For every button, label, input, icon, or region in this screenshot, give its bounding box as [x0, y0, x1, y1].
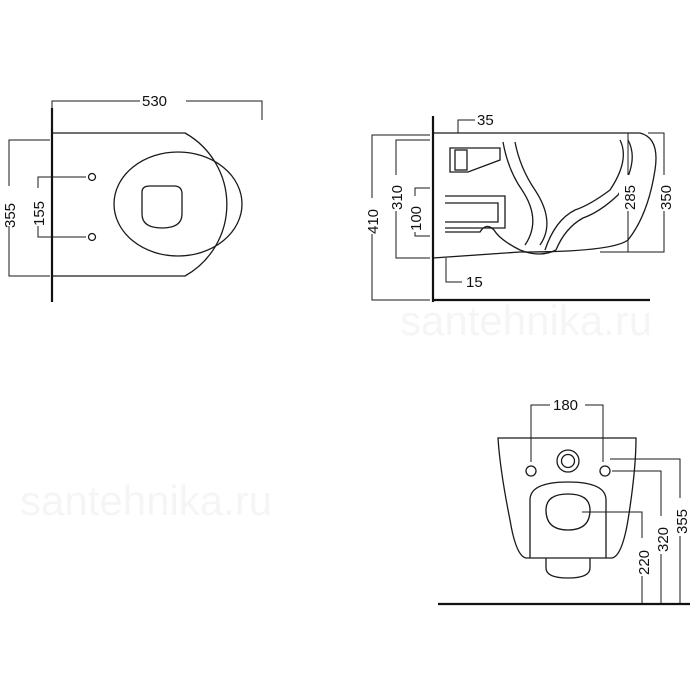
dim-front-height-label: 355 [674, 509, 691, 534]
dim-side-bowl-height-gap [619, 175, 637, 211]
dim-side-body-height: 350 [600, 132, 675, 253]
dim-front-height-gap [671, 498, 689, 536]
dim-top-bolts-gap [29, 188, 47, 226]
front-view-inlet-outer [556, 449, 580, 473]
dim-side-total-height-gap [363, 198, 381, 234]
side-view-inner-curve-back [514, 141, 548, 246]
dim-front-bolt-spacing: 180 [530, 397, 604, 462]
top-view-seat-rim [113, 151, 243, 257]
dim-front-outlet-height-label: 220 [636, 550, 653, 575]
side-view-inner-curve-front [502, 141, 534, 246]
side-view-outlet-upper [445, 195, 506, 229]
front-view-bowl-opening [545, 493, 591, 531]
top-view-outer-outline [52, 132, 228, 277]
dim-side-floor-offset: 15 [445, 258, 483, 291]
dim-top-width-label: 530 [142, 93, 167, 110]
dim-top-width: 530 [51, 93, 263, 128]
side-view-outlet-inner [445, 202, 499, 223]
dim-side-inlet-height-gap [387, 175, 405, 211]
top-view: 530 355 155 [0, 93, 263, 302]
dim-front-bolt-spacing-line-left [530, 404, 550, 462]
front-view-bolt-hole-left [525, 465, 537, 477]
dim-side-inlet-height-label: 310 [389, 185, 406, 210]
side-view-body-outline [432, 132, 657, 259]
side-view-inlet [449, 147, 501, 173]
dim-top-bolts-label: 155 [31, 201, 48, 226]
dim-front-outlet-height-gap [633, 538, 651, 576]
side-view: 35 410 310 100 15 285 [363, 112, 675, 302]
watermark-2: santehnika.ru [400, 297, 652, 344]
dim-side-top-offset-label: 35 [477, 112, 494, 129]
dim-front-bolt-spacing-label: 180 [553, 397, 578, 414]
dim-side-top-offset-line [457, 119, 475, 133]
dim-side-floor-offset-line [445, 258, 462, 283]
front-view: 180 355 320 220 [438, 397, 691, 606]
top-view-bowl-opening [141, 185, 183, 229]
dim-front-bolt-spacing-line-right [585, 404, 604, 462]
dim-side-bolt-height: 100 [406, 187, 430, 237]
dim-side-total-height: 410 [363, 134, 430, 301]
dim-front-bolt-center-height-label: 320 [655, 527, 672, 552]
front-view-inlet-inner [560, 453, 576, 469]
dim-side-inlet-height: 310 [387, 139, 430, 259]
dim-side-total-height-label: 410 [365, 209, 382, 234]
dim-front-bolt-center-height: 320 [612, 470, 672, 603]
side-view-rim-curve [544, 139, 624, 251]
dim-front-outlet-height: 220 [582, 511, 653, 603]
dim-side-bowl-height: 285 [608, 132, 639, 253]
side-view-outlet-pipe [445, 225, 557, 255]
side-view-rim-curve-inner [555, 139, 633, 251]
dim-top-bolts: 155 [29, 176, 86, 238]
dim-top-depth-label: 355 [2, 203, 19, 228]
dim-side-body-height-gap [655, 175, 673, 211]
dim-front-bolt-center-height-gap [652, 516, 670, 554]
top-view-bolt-hole-upper [87, 172, 97, 182]
dim-front-height-line [610, 458, 681, 603]
side-view-inlet-socket [454, 149, 468, 171]
front-view-seat-outline [529, 481, 607, 558]
dim-top-width-line-left [51, 100, 140, 128]
top-view-bolt-hole-lower [87, 232, 97, 242]
dim-front-bolt-center-height-line [612, 470, 662, 603]
dim-top-width-line-right [186, 100, 263, 120]
dim-side-top-offset: 35 [457, 112, 494, 133]
front-view-bolt-hole-right [599, 465, 611, 477]
dim-side-bowl-height-label: 285 [622, 185, 639, 210]
dim-side-bolt-height-gap [406, 196, 424, 232]
front-view-outlet [545, 558, 591, 579]
front-view-body-outline [497, 437, 637, 559]
dim-side-floor-offset-label: 15 [466, 274, 483, 291]
dim-front-height: 355 [610, 458, 691, 603]
dim-side-body-height-label: 350 [658, 185, 675, 210]
watermark: santehnika.ru [20, 477, 272, 524]
dim-side-bolt-height-label: 100 [408, 206, 425, 231]
dim-top-depth: 355 [0, 139, 50, 277]
dim-top-depth-gap [0, 186, 18, 226]
